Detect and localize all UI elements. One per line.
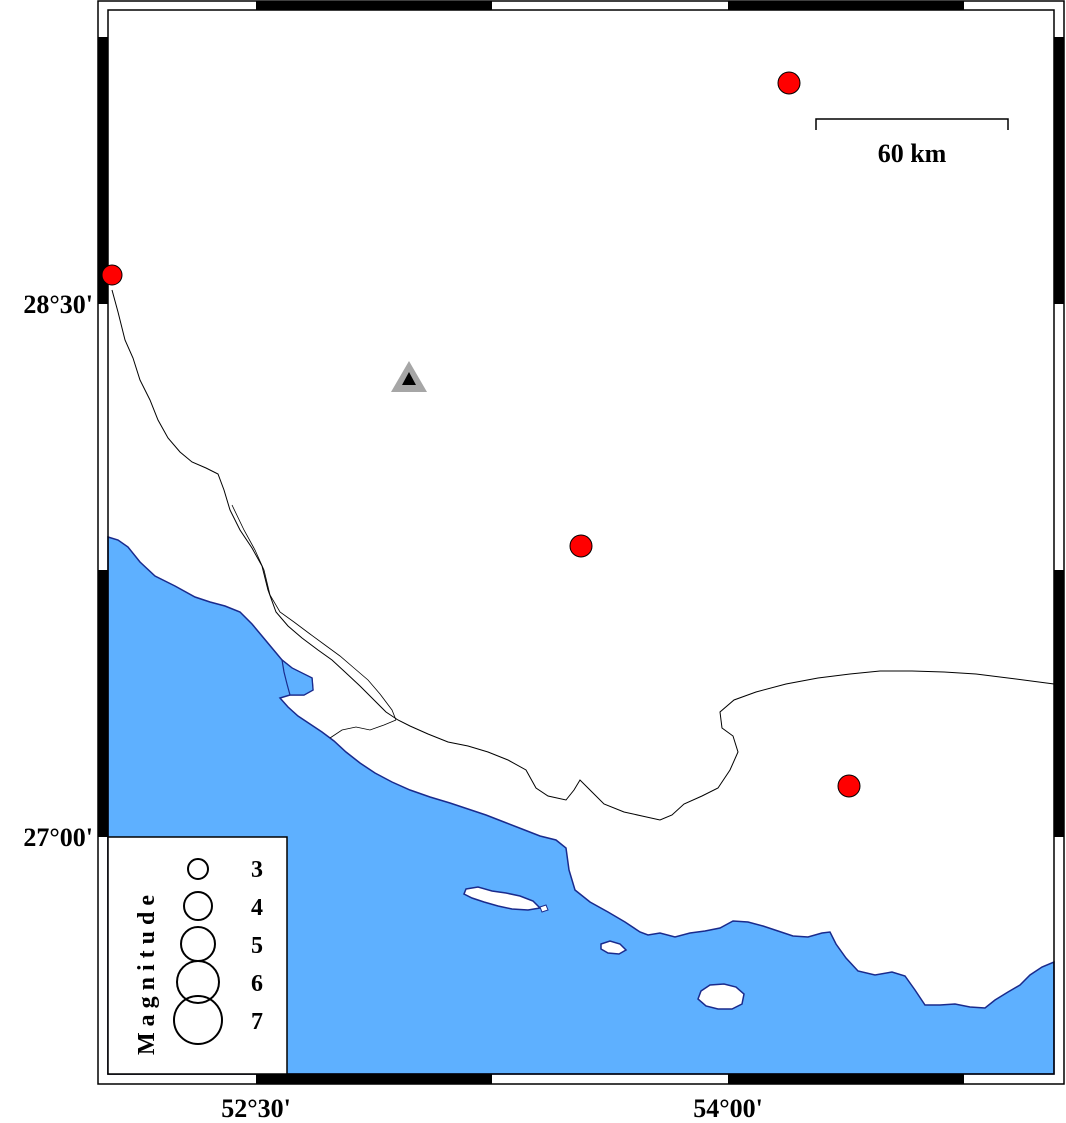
y-tick-label: 28°30' — [23, 290, 93, 319]
frame-segment — [728, 1074, 964, 1084]
map-frame-outer — [97, 0, 1065, 1085]
scale-bar-line — [815, 118, 1009, 130]
legend-label-6: 6 — [251, 971, 263, 997]
frame-segment — [98, 37, 108, 304]
event-marker — [101, 264, 123, 286]
map-frame-inner — [107, 9, 1055, 1075]
y-tick-label: 27°00' — [23, 823, 93, 852]
lagoon — [281, 658, 314, 696]
frame-segment — [1054, 570, 1064, 837]
magnitude-legend: Magnitude 3 4 5 6 7 — [107, 836, 288, 1075]
scale-bar-label: 60 km — [878, 139, 947, 168]
island-medium — [697, 983, 745, 1010]
legend-circle-6 — [176, 960, 220, 1004]
legend-title: Magnitude — [134, 889, 160, 1055]
frame-segment — [256, 1074, 492, 1084]
province-border-north — [111, 289, 1055, 821]
station-triangle-icon — [402, 372, 416, 385]
legend-circle-7 — [173, 995, 223, 1045]
legend-label-5: 5 — [251, 933, 263, 959]
x-tick-label: 52°30' — [221, 1094, 291, 1123]
frame-segment — [256, 1, 492, 10]
islet — [539, 904, 549, 913]
frame-segment — [728, 1, 964, 10]
province-border-inner — [231, 504, 397, 721]
station-marker — [391, 361, 427, 392]
island-small — [600, 940, 628, 955]
event-marker — [569, 534, 593, 558]
island-large — [463, 886, 542, 911]
scale-bar: 60 km — [815, 118, 1009, 168]
legend-label-3: 3 — [251, 857, 263, 883]
events-layer — [101, 71, 861, 798]
legend-label-7: 7 — [251, 1009, 263, 1035]
legend-circle-3 — [187, 858, 209, 880]
legend-label-4: 4 — [251, 895, 263, 921]
event-marker — [837, 774, 861, 798]
legend-box — [107, 836, 288, 1075]
event-marker — [777, 71, 801, 95]
frame-segment — [1054, 37, 1064, 304]
x-tick-label: 54°00' — [693, 1094, 763, 1123]
province-border-spur — [329, 719, 397, 739]
legend-circle-4 — [183, 891, 213, 921]
frame-segment — [98, 570, 108, 837]
